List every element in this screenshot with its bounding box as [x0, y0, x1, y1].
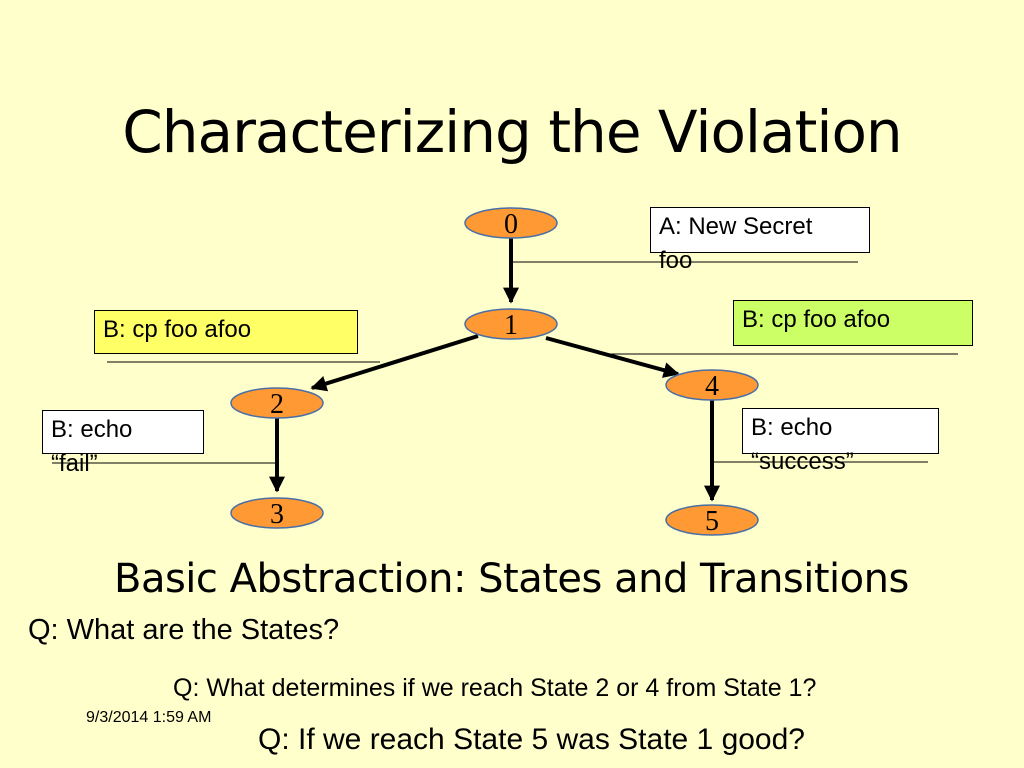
state-label: 1: [504, 310, 518, 341]
state-node-3: 3: [230, 497, 324, 530]
annotation-line: “fail”: [51, 450, 98, 478]
state-label: 0: [504, 209, 518, 240]
question-determines: Q: What determines if we reach State 2 o…: [173, 674, 817, 702]
annotation-line: B: echo: [751, 414, 833, 441]
annotation-line: B: cp foo afoo: [742, 306, 891, 333]
state-node-5: 5: [665, 504, 759, 537]
slide-date: 9/3/2014 1:59 AM: [86, 709, 212, 726]
annotation-cp-left: B: cp foo afoo: [94, 310, 358, 354]
annotation-cp-right: B: cp foo afoo: [733, 300, 973, 346]
annotation-new-secret: A: New Secret foo: [650, 207, 870, 274]
annotation-echo-fail: B: echo “fail”: [42, 410, 204, 477]
state-label: 2: [270, 389, 284, 420]
state-label: 3: [270, 499, 284, 530]
edge-1-2: [310, 334, 479, 392]
edge-1-4: [545, 336, 680, 378]
annotation-line: foo: [659, 247, 693, 275]
state-node-2: 2: [230, 387, 324, 420]
annotation-echo-success: B: echo “success”: [742, 408, 939, 475]
annotation-line: B: echo: [51, 416, 133, 443]
state-node-0: 0: [464, 207, 558, 240]
annotation-line: A: New Secret: [659, 213, 813, 240]
state-label: 5: [705, 506, 719, 537]
state-label: 4: [705, 371, 719, 402]
state-node-1: 1: [464, 308, 558, 341]
question-state-five: Q: If we reach State 5 was State 1 good?: [258, 723, 805, 756]
slide-title: Characterizing the Violation: [122, 98, 902, 166]
annotation-line: “success”: [751, 448, 854, 476]
question-states: Q: What are the States?: [28, 614, 340, 646]
slide-subtitle: Basic Abstraction: States and Transition…: [114, 556, 909, 602]
state-node-4: 4: [665, 369, 759, 402]
annotation-line: B: cp foo afoo: [103, 316, 252, 343]
